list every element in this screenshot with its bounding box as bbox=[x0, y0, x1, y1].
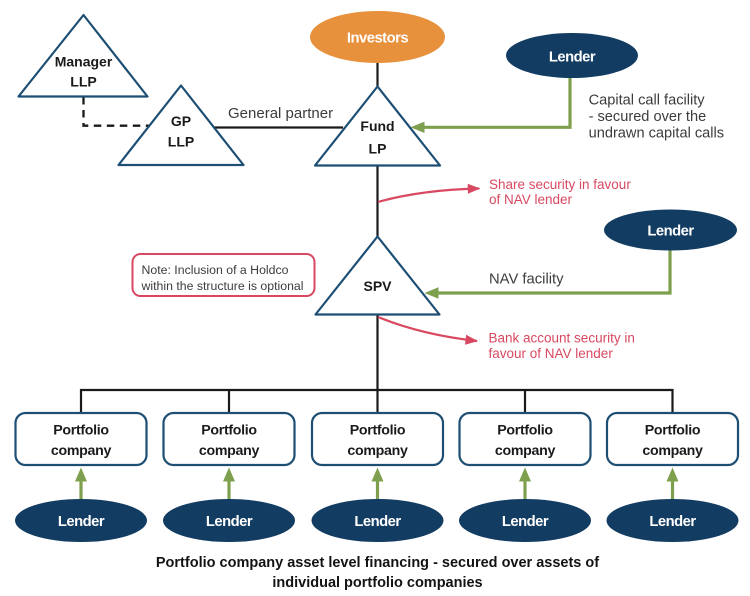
svg-text:Lender: Lender bbox=[354, 514, 401, 530]
svg-text:Portfolio: Portfolio bbox=[53, 422, 109, 438]
svg-text:Portfolio company asset level: Portfolio company asset level financing … bbox=[156, 555, 599, 571]
svg-text:Lender: Lender bbox=[647, 224, 694, 240]
svg-text:Portfolio: Portfolio bbox=[645, 422, 701, 438]
svg-text:individual portfolio companies: individual portfolio companies bbox=[272, 575, 482, 591]
svg-text:Lender: Lender bbox=[206, 514, 253, 530]
svg-text:company: company bbox=[199, 443, 260, 459]
svg-text:Lender: Lender bbox=[549, 49, 596, 65]
svg-text:GP: GP bbox=[171, 113, 191, 129]
svg-text:Bank account security in: Bank account security in bbox=[489, 331, 635, 346]
svg-text:Note: Inclusion of a Holdco: Note: Inclusion of a Holdco bbox=[142, 263, 289, 277]
svg-text:of NAV lender: of NAV lender bbox=[489, 192, 573, 207]
svg-text:Share security in favour: Share security in favour bbox=[489, 177, 631, 192]
svg-text:company: company bbox=[495, 443, 556, 459]
svg-text:LLP: LLP bbox=[70, 74, 96, 90]
svg-text:company: company bbox=[642, 443, 703, 459]
svg-text:company: company bbox=[347, 443, 408, 459]
svg-text:NAV facility: NAV facility bbox=[489, 272, 564, 288]
svg-text:Portfolio: Portfolio bbox=[201, 422, 257, 438]
svg-text:Manager: Manager bbox=[55, 54, 113, 70]
svg-text:Lender: Lender bbox=[502, 514, 549, 530]
svg-text:Capital call facility: Capital call facility bbox=[589, 92, 706, 108]
svg-text:Fund: Fund bbox=[360, 118, 394, 134]
svg-text:company: company bbox=[51, 443, 112, 459]
svg-text:LLP: LLP bbox=[168, 134, 194, 150]
svg-text:SPV: SPV bbox=[363, 278, 392, 294]
svg-text:favour of NAV lender: favour of NAV lender bbox=[489, 346, 614, 361]
svg-text:Investors: Investors bbox=[347, 30, 409, 46]
svg-text:Portfolio: Portfolio bbox=[497, 422, 553, 438]
svg-text:General partner: General partner bbox=[228, 105, 333, 122]
svg-text:Portfolio: Portfolio bbox=[350, 422, 406, 438]
svg-text:within the structure is option: within the structure is optional bbox=[141, 279, 304, 293]
svg-text:- secured over the: - secured over the bbox=[589, 109, 707, 125]
svg-text:undrawn capital calls: undrawn capital calls bbox=[589, 125, 724, 141]
svg-text:Lender: Lender bbox=[649, 514, 696, 530]
svg-text:Lender: Lender bbox=[58, 514, 105, 530]
svg-text:LP: LP bbox=[369, 141, 387, 157]
